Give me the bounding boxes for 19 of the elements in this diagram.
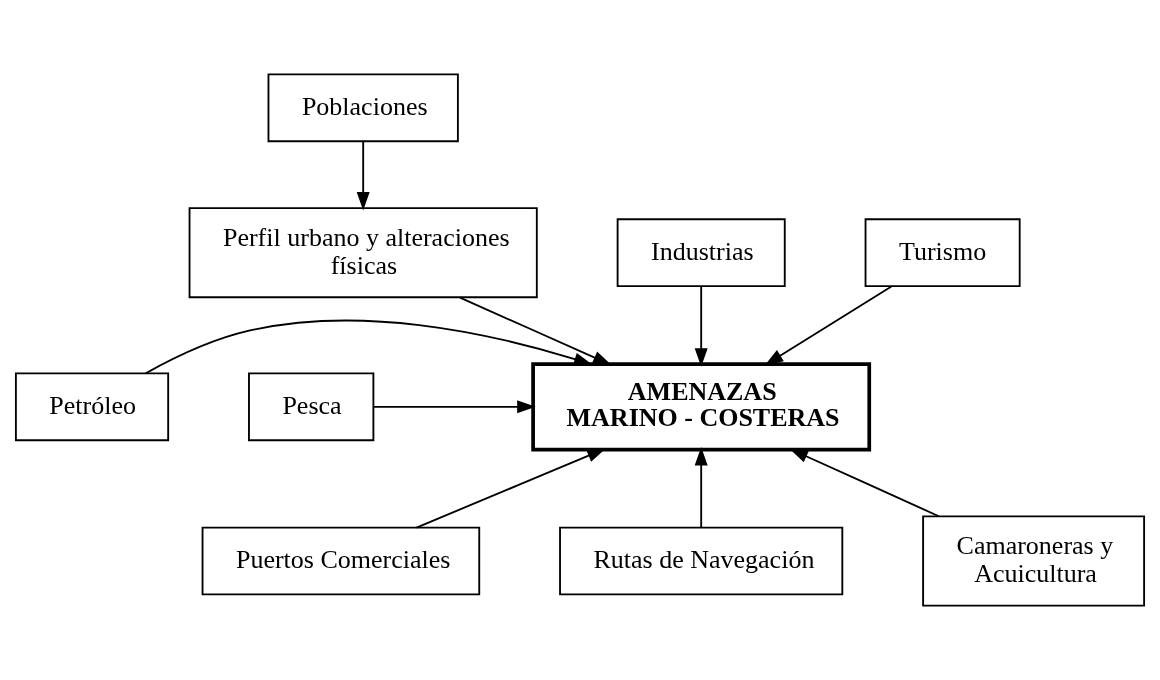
arrow bbox=[459, 296, 612, 366]
arrow bbox=[372, 400, 536, 414]
node-box: Puertos Comerciales bbox=[201, 526, 481, 596]
node-box: Pesca bbox=[248, 372, 375, 442]
node-box: Industrias bbox=[616, 218, 786, 288]
arrow bbox=[694, 285, 708, 367]
node-box: Poblaciones bbox=[267, 73, 459, 143]
arrow bbox=[144, 319, 593, 375]
arrow bbox=[415, 448, 606, 529]
arrow bbox=[694, 447, 708, 529]
node-box: Turismo bbox=[864, 218, 1021, 288]
arrow bbox=[789, 448, 940, 518]
node-box: Petróleo bbox=[14, 372, 170, 442]
node-box: Rutas de Navegación bbox=[559, 526, 844, 596]
node-box: AMENAZAS MARINO - COSTERAS bbox=[531, 362, 872, 452]
arrow bbox=[764, 285, 893, 366]
node-box: Perfil urbano y alteraciones físicas bbox=[188, 207, 538, 299]
node-box: Camaroneras y Acuicultura bbox=[922, 515, 1146, 607]
arrow bbox=[356, 140, 370, 211]
